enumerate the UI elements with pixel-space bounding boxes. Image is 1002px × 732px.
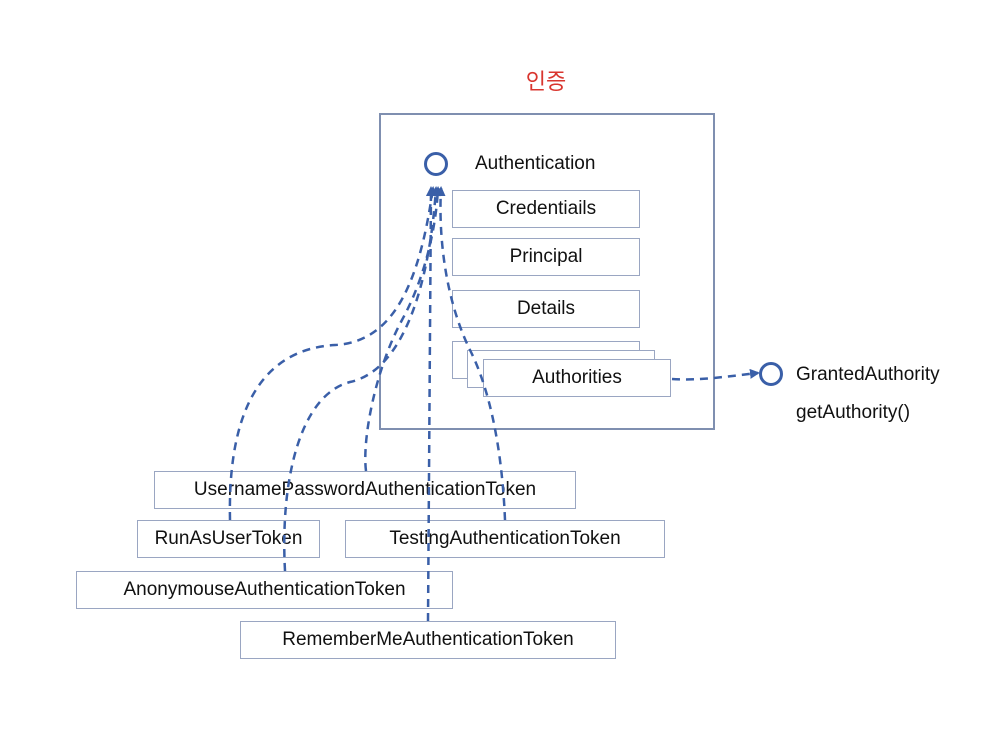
authorities-label: Authorities [532, 367, 622, 388]
diagram-title: 인증 [525, 70, 567, 95]
details-field: Details [452, 290, 640, 328]
granted-authority-interface-icon [759, 362, 783, 386]
authentication-frame [379, 113, 715, 430]
get-authority-method-label: getAuthority() [796, 402, 911, 423]
authorities-to-granted-authority-line [671, 368, 760, 381]
remember-me-token: RememberMeAuthenticationToken [240, 621, 616, 659]
granted-authority-label: GrantedAuthority [796, 364, 940, 385]
principal-field: Principal [452, 238, 640, 276]
anonymous-to-authentication-line [283, 186, 441, 572]
authorities-field: Authorities [483, 359, 671, 397]
testing-to-authentication-line [435, 186, 507, 521]
runasuser-to-authentication-line [228, 186, 437, 521]
run-as-user-token: RunAsUserToken [137, 520, 320, 558]
remember-me-to-authentication-line [425, 186, 436, 622]
principal-label: Principal [509, 246, 583, 267]
anonymous-token-label: AnonymouseAuthenticationToken [123, 579, 406, 600]
remember-me-token-label: RememberMeAuthenticationToken [282, 629, 574, 650]
credentials-field: Credentiails [452, 190, 640, 228]
testing-token-label: TestingAuthenticationToken [389, 528, 621, 549]
username-password-token: UsernamePasswordAuthenticationToken [154, 471, 576, 509]
username-password-token-label: UsernamePasswordAuthenticationToken [193, 479, 537, 500]
run-as-user-token-label: RunAsUserToken [154, 528, 303, 549]
authentication-interface-icon [424, 152, 448, 176]
anonymous-token: AnonymouseAuthenticationToken [76, 571, 453, 609]
details-label: Details [516, 298, 576, 319]
authentication-label: Authentication [475, 153, 596, 174]
credentials-label: Credentiails [495, 198, 597, 219]
testing-token: TestingAuthenticationToken [345, 520, 665, 558]
username-password-to-authentication-line [364, 186, 443, 472]
